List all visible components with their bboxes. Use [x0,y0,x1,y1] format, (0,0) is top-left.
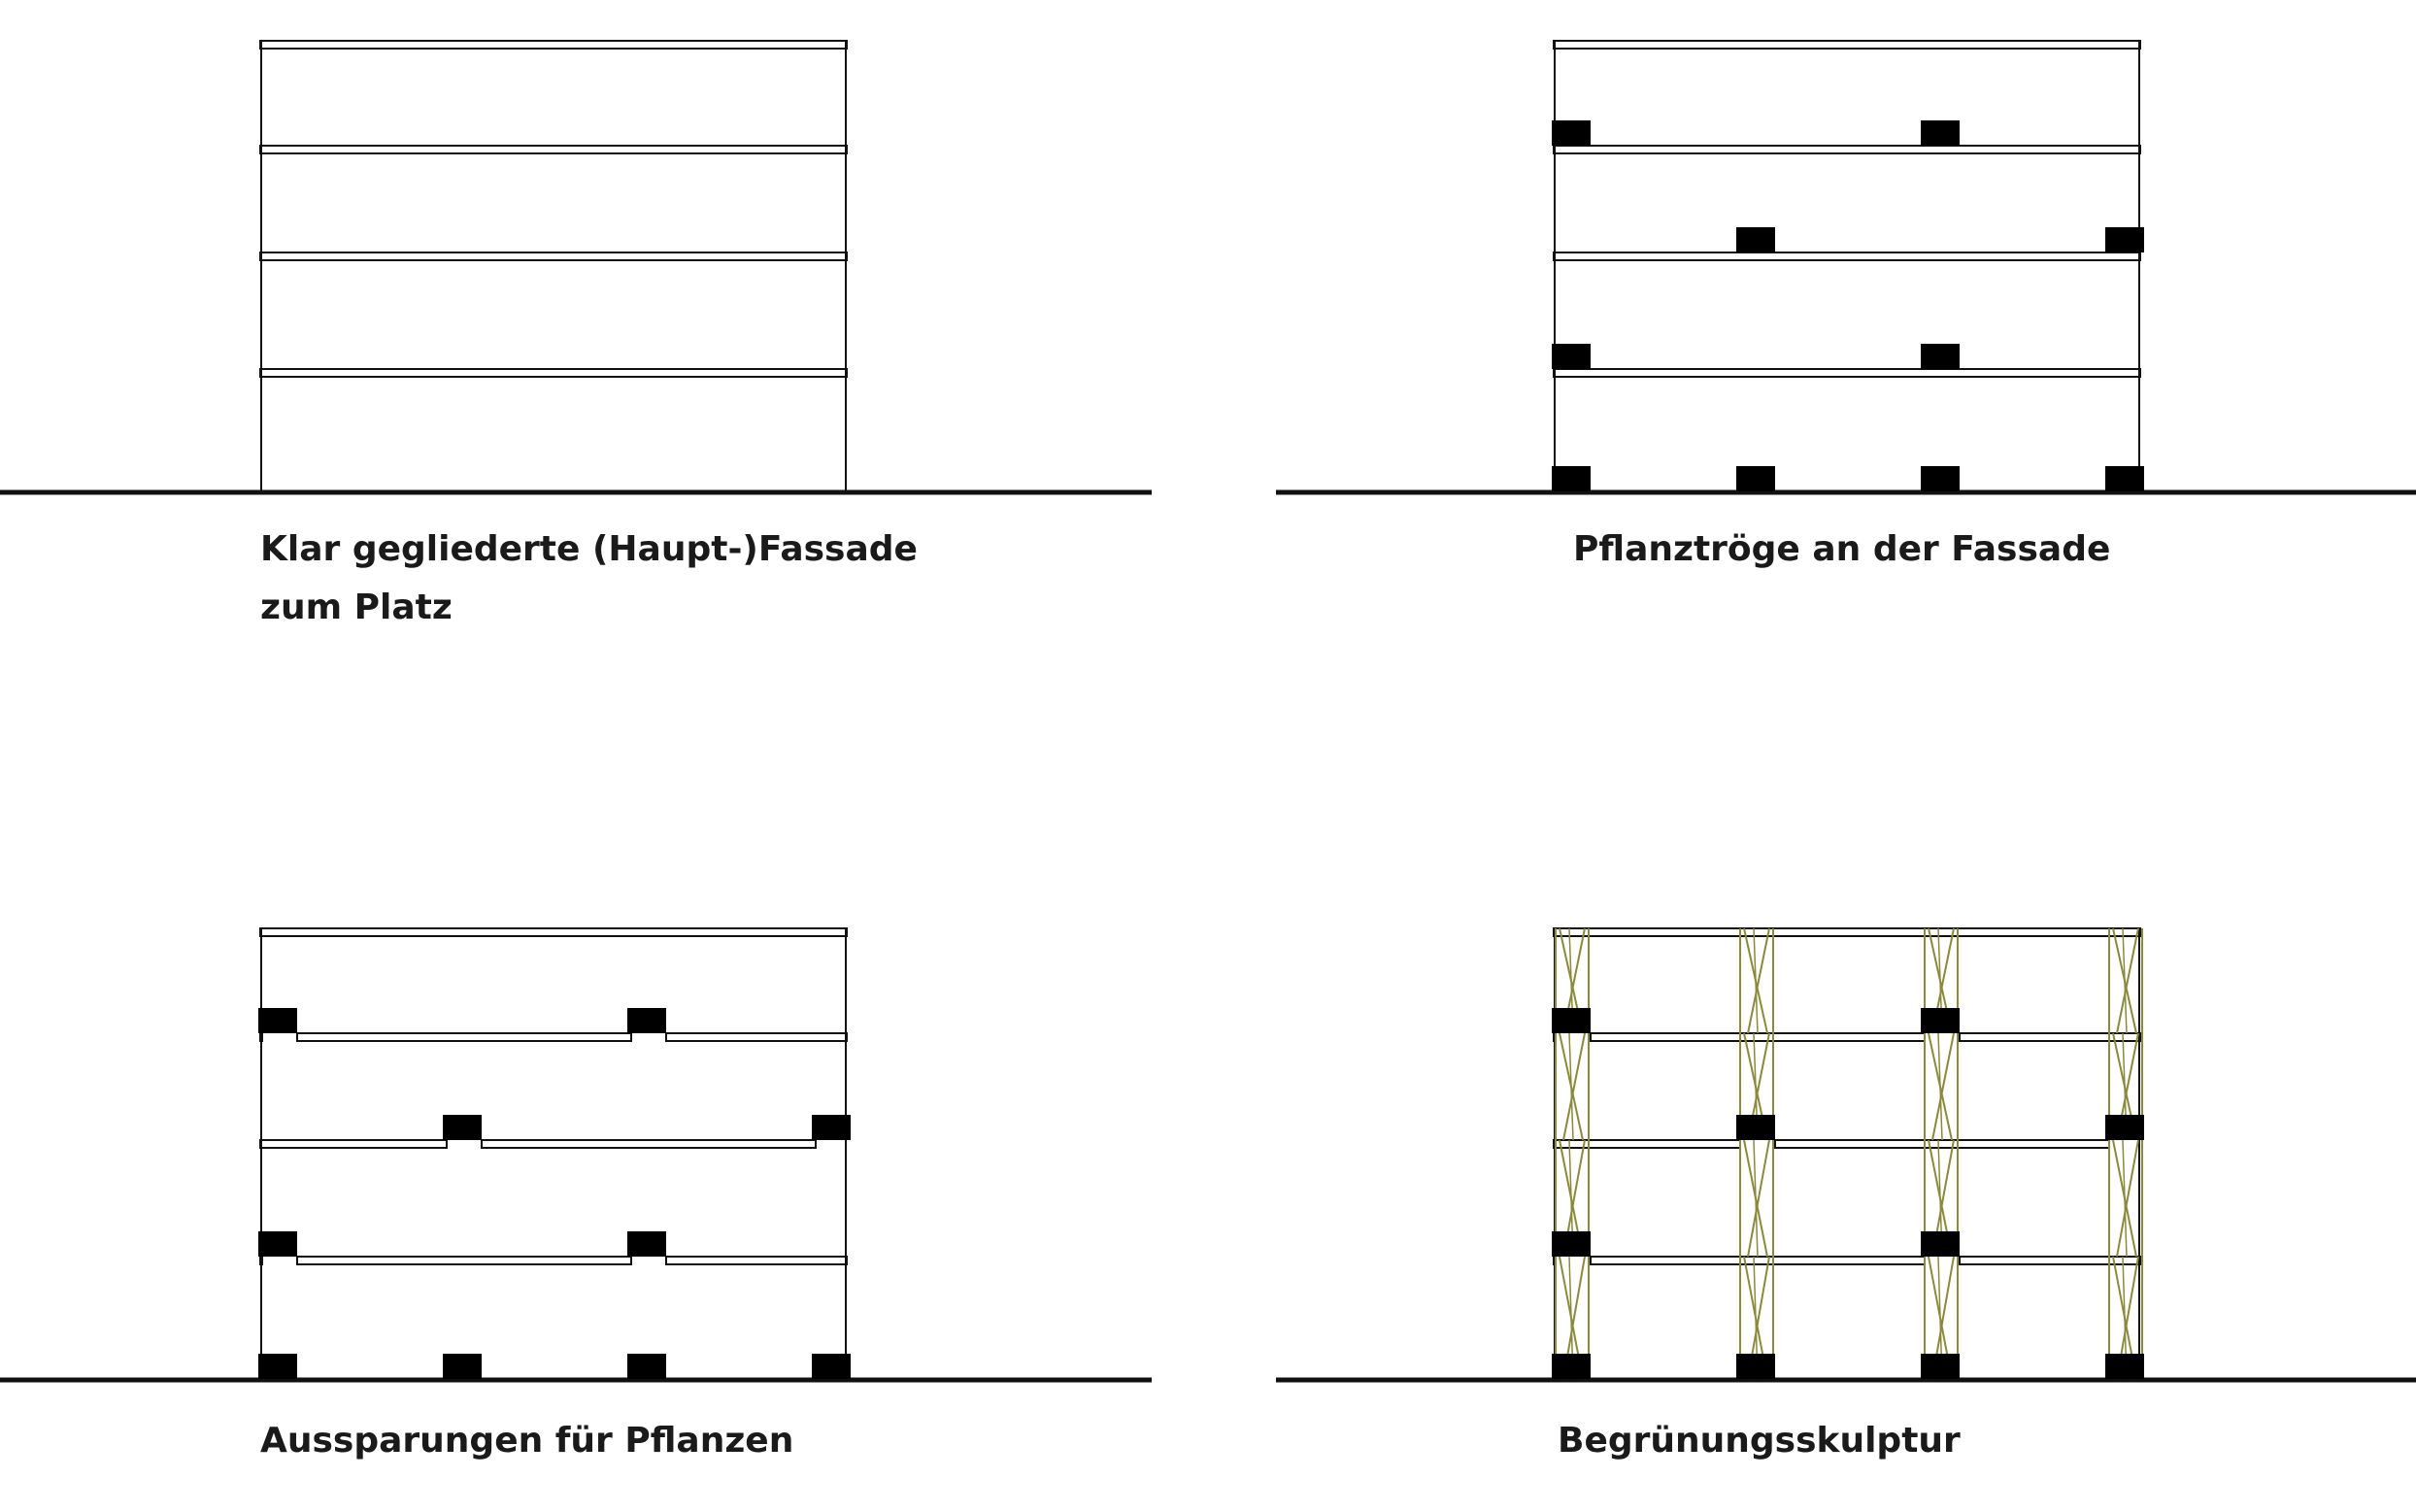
floor-slab-segment [296,1256,632,1265]
caption-facade-troughs: Pflanztröge an der Fassade [1573,521,2110,579]
greening-strand-group [2108,927,2143,1380]
caption-facade-sculpture: Begrünungsskulptur [1558,1412,1961,1470]
planter-box [1921,120,1960,146]
floor-slab-segment [259,1032,263,1042]
planter-box [1552,1231,1591,1257]
greening-strand [2116,1139,2139,1258]
planter-box [443,1354,482,1379]
planter-box [2105,227,2144,252]
planter-box [258,1354,297,1379]
floor-slab-segment [1774,1139,2110,1149]
facade-plain [0,40,1152,495]
greening-strand [1747,927,1770,1034]
planter-box [443,1115,482,1140]
planter-box [2105,1354,2144,1379]
floor-slab-segment [1553,1139,1741,1149]
floor-slab-segment [1959,1256,2141,1265]
planter-box [1552,1354,1591,1379]
caption-facade-recesses: Aussparungen für Pflanzen [260,1412,793,1470]
planter-box [1552,1008,1591,1033]
greening-strand [1562,1032,1586,1141]
greening-strand [2116,927,2139,1034]
greening-strand [2122,1139,2128,1258]
roof-slab [259,927,848,937]
planter-box [1921,466,1960,491]
planter-box [627,1231,666,1257]
caption-facade-plain: Klar gegliederte (Haupt-)Fassade zum Pla… [260,521,918,637]
greening-strand [1931,1032,1955,1141]
planter-box [1552,344,1591,369]
facade-sculpture [1276,927,2416,1383]
caption-line: Pflanztröge an der Fassade [1573,529,2111,569]
floor-slab-segment [1959,1032,2141,1042]
greening-strand [1753,1139,1759,1258]
caption-line: zum Platz [260,588,453,627]
planter-box [627,1008,666,1033]
planter-box [2105,466,2144,491]
floor-slab-segment [259,1139,448,1149]
floor-slab [1553,145,2141,154]
floor-slab-segment [1590,1256,1926,1265]
floor-slab-segment [481,1139,817,1149]
floor-slab-segment [259,1256,263,1265]
floor-slab [259,252,848,261]
greening-strand [1747,1139,1770,1258]
greening-strand [1568,1032,1574,1141]
roof-slab [1553,927,2141,937]
facade-recesses [0,927,1152,1383]
greening-strand [1753,927,1759,1034]
floor-slab-segment [1590,1032,1926,1042]
planter-box [258,1231,297,1257]
planter-box [1552,466,1591,491]
greening-strand [2122,927,2128,1034]
planter-box [812,1354,851,1379]
greening-strand-group [1924,927,1959,1380]
floor-slab-segment [665,1032,848,1042]
planter-box [1921,1354,1960,1379]
floor-slab-segment [296,1032,632,1042]
planter-box [1736,1115,1775,1140]
planter-box [627,1354,666,1379]
planter-box [258,1008,297,1033]
planter-box [1921,1008,1960,1033]
greening-strand [1937,1032,1943,1141]
floor-slab [259,368,848,378]
facade-troughs [1276,40,2416,495]
floor-slab [1553,252,2141,261]
floor-slab-segment [665,1256,848,1265]
roof-slab [1553,40,2141,50]
planter-box [1921,344,1960,369]
roof-slab [259,40,848,50]
planter-box [812,1115,851,1140]
planter-box [1736,227,1775,252]
caption-line: Klar gegliederte (Haupt-)Fassade [260,529,918,569]
floor-slab [259,145,848,154]
planter-box [1736,1354,1775,1379]
caption-line: Aussparungen für Pflanzen [260,1421,794,1461]
planter-box [1552,120,1591,146]
planter-box [2105,1115,2144,1140]
planter-box [1921,1231,1960,1257]
greening-strand-group [1555,927,1590,1380]
greening-strand-group [1739,927,1774,1380]
planter-box [1736,466,1775,491]
floor-slab [1553,368,2141,378]
caption-line: Begrünungsskulptur [1558,1421,1961,1461]
